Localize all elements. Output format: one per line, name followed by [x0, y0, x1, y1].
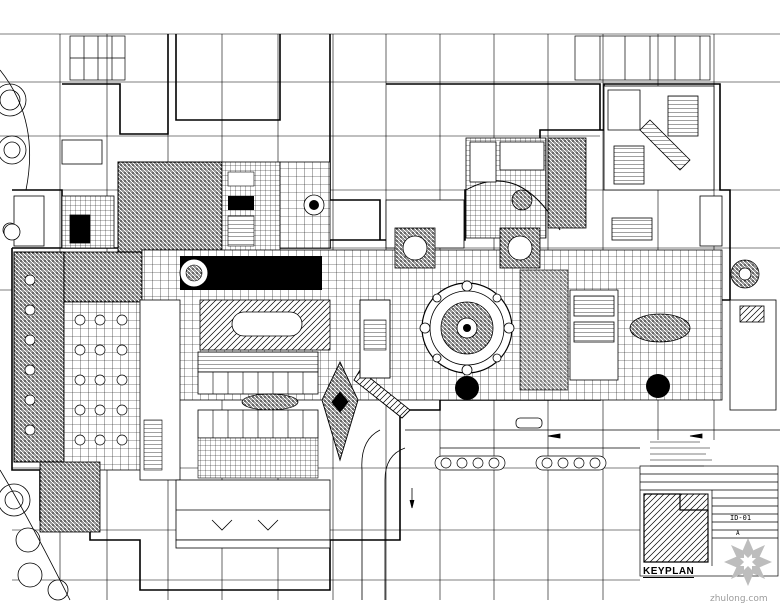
meeting-rooms [385, 137, 587, 269]
planter-row [434, 455, 607, 471]
parking-layout [69, 35, 711, 81]
watermark-text: zhulong.com [710, 594, 768, 604]
rotunda-feature [419, 280, 670, 400]
landscape-trees [0, 69, 71, 601]
main-entrance [175, 479, 331, 549]
oval-lounge [629, 259, 760, 343]
keyplan-label: KEYPLAN [643, 566, 695, 578]
lift-lobby [139, 299, 331, 481]
right-lobby-core [519, 269, 619, 391]
sheet-number: ID-01 [730, 514, 752, 522]
general-notes [650, 441, 712, 467]
auditorium [603, 85, 777, 411]
driveway [361, 417, 780, 600]
service-core-left [3, 139, 115, 249]
watermark-logo-icon [724, 538, 772, 586]
lounge-area [117, 161, 331, 253]
diamond-fountain [321, 299, 411, 462]
revision-number: A [736, 530, 740, 537]
restaurant-dining-area [13, 251, 143, 533]
